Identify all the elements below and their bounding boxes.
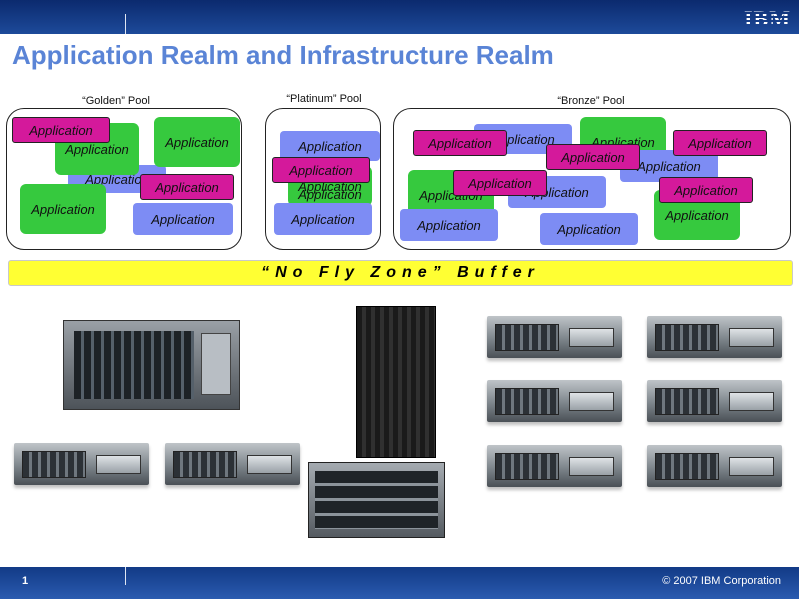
copyright: © 2007 IBM Corporation <box>662 575 781 587</box>
page-number: 1 <box>22 575 29 587</box>
rack-server-image <box>487 380 622 422</box>
ibm-logo: IBM <box>744 6 791 31</box>
app-box: Application <box>540 213 638 245</box>
golden-pool-label: “Golden” Pool <box>82 95 150 107</box>
rack-server-image <box>647 316 782 358</box>
page-title: Application Realm and Infrastructure Rea… <box>12 40 554 70</box>
footer-bar: 1 © 2007 IBM Corporation <box>0 567 799 599</box>
rack-server-image <box>165 443 300 485</box>
app-box: Application <box>673 130 767 156</box>
app-box: Application <box>280 131 380 161</box>
app-box: Application <box>272 157 370 183</box>
rack-server-image <box>14 443 149 485</box>
app-box: Application <box>140 174 234 200</box>
rack-server-image <box>647 445 782 487</box>
bronze-pool-label: “Bronze” Pool <box>557 95 625 107</box>
app-box: Application <box>20 184 106 234</box>
header-divider <box>125 14 126 34</box>
app-box: Application <box>154 117 240 167</box>
app-box: Application <box>274 203 372 235</box>
app-box: Application <box>453 170 547 196</box>
platinum-pool-label: “Platinum” Pool <box>286 93 362 105</box>
app-box: Application <box>12 117 110 143</box>
blade-chassis-image <box>63 320 240 410</box>
rack-server-image <box>487 445 622 487</box>
rack-server-image <box>647 380 782 422</box>
app-box: Application <box>133 203 233 235</box>
rack-server-image <box>487 316 622 358</box>
app-box: Application <box>400 209 498 241</box>
storage-array-image <box>308 462 445 538</box>
app-box: Application <box>298 186 362 202</box>
app-box: Application <box>546 144 640 170</box>
no-fly-zone-buffer: “No Fly Zone” Buffer <box>8 260 793 286</box>
header-bar: IBM <box>0 0 799 34</box>
footer-divider <box>125 567 126 585</box>
rack-tower-image <box>356 306 436 458</box>
app-box: Application <box>659 177 753 203</box>
app-box: Application <box>413 130 507 156</box>
